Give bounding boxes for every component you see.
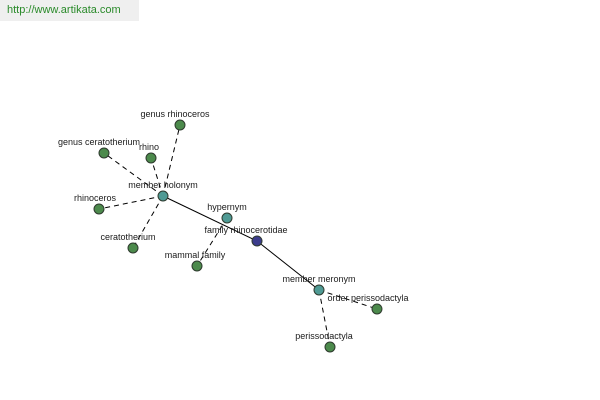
node-label-member-meronym: member meronym (282, 274, 355, 284)
edge-member-holonym-to-family-rhinocerotidae (162, 195, 258, 242)
edge-member-meronym-to-perissodactyla (318, 289, 331, 348)
node-mammal-family[interactable] (191, 260, 203, 272)
edge-hypernym-to-mammal-family (196, 217, 228, 267)
labels-layer: family rhinocerotidae hypernym member holo… (58, 109, 409, 341)
node-family-rhinocerotidae[interactable] (251, 235, 263, 247)
nodes-layer (93, 119, 383, 353)
edge-member-holonym-to-genus-rhinoceros (162, 124, 181, 197)
node-label-perissodactyla: perissodactyla (295, 331, 353, 341)
node-order-perissodactyla[interactable] (371, 303, 383, 315)
node-member-holonym[interactable] (157, 190, 169, 202)
edge-member-holonym-to-genus-ceratotherium (103, 152, 164, 197)
node-genus-ceratotherium[interactable] (98, 147, 110, 159)
node-label-ceratotherium: ceratotherium (100, 232, 155, 242)
edge-member-holonym-to-ceratotherium (132, 195, 164, 249)
node-perissodactyla[interactable] (324, 341, 336, 353)
node-ceratotherium[interactable] (127, 242, 139, 254)
edge-member-holonym-to-rhinoceros (98, 195, 164, 210)
node-label-genus-rhinoceros: genus rhinoceros (140, 109, 210, 119)
edges-layer (98, 124, 378, 348)
node-label-order-perissodactyla: order perissodactyla (327, 293, 408, 303)
node-genus-rhinoceros[interactable] (174, 119, 186, 131)
node-label-genus-ceratotherium: genus ceratotherium (58, 137, 140, 147)
node-member-meronym[interactable] (313, 284, 325, 296)
node-hypernym[interactable] (221, 212, 233, 224)
edge-member-meronym-to-order-perissodactyla (318, 289, 378, 310)
edge-member-holonym-to-rhino (150, 157, 164, 197)
node-label-hypernym: hypernym (207, 202, 247, 212)
node-label-rhino: rhino (139, 142, 159, 152)
node-label-member-holonym: member holonym (128, 180, 198, 190)
node-label-mammal-family: mammal family (165, 250, 226, 260)
node-rhino[interactable] (145, 152, 157, 164)
node-label-rhinoceros: rhinoceros (74, 193, 117, 203)
node-rhinoceros[interactable] (93, 203, 105, 215)
source-url-banner[interactable]: http://www.artikata.com (0, 0, 139, 21)
edge-family-rhinocerotidae-to-member-meronym (256, 240, 320, 291)
node-label-family-rhinocerotidae: family rhinocerotidae (204, 225, 287, 235)
